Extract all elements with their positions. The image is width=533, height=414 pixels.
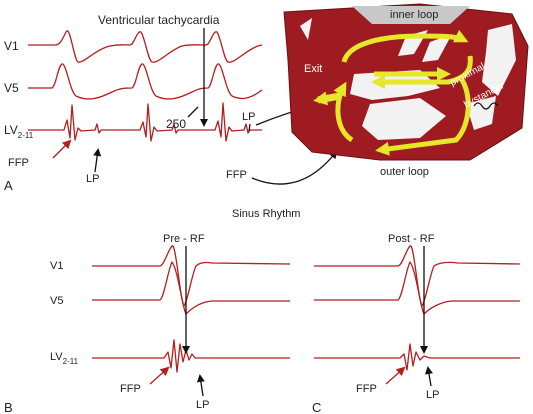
panel-b-lp-arrow: [196, 374, 205, 397]
panel-c-title: Post - RF: [388, 233, 435, 245]
panel-a-title: Ventricular tachycardia: [98, 13, 220, 27]
v1-trace: [28, 30, 263, 63]
panel-c: Post - RF FFP LP C: [312, 233, 521, 414]
panel-b-lp-label: LP: [196, 399, 209, 411]
panel-b-v5-label: V5: [50, 295, 63, 307]
interval-label: 250: [166, 117, 186, 131]
ffp-to-exit-arrow: [251, 150, 338, 185]
ffp-label-right: FFP: [226, 169, 247, 181]
panel-c-letter: C: [312, 400, 321, 414]
panel-b-lv-trace: [92, 339, 290, 373]
panel-b-v1-trace: [92, 245, 291, 307]
panel-b-title: Pre - RF: [163, 233, 205, 245]
interval-tick: [187, 106, 199, 118]
inner-loop-top-arrow: [341, 29, 469, 63]
scar-7: [300, 18, 312, 40]
inner-loop-label: inner loop: [390, 9, 438, 21]
panel-a: Ventricular tachycardia V1 V5 LV2-11 250…: [4, 13, 414, 193]
panel-c-v5-trace: [314, 261, 520, 315]
panel-c-lv-trace: [314, 343, 520, 371]
lead-v5-label: V5: [4, 81, 19, 95]
panel-b-ffp-label: FFP: [120, 383, 141, 395]
ffp-arrow-a: [52, 139, 72, 159]
lead-v1-label: V1: [4, 39, 19, 53]
panel-b-lv-label: LV2-11: [50, 351, 79, 366]
panel-b-letter: B: [4, 400, 13, 414]
panel-c-ffp-label: FFP: [356, 383, 377, 395]
lp-label-a: LP: [86, 173, 99, 185]
scar-5: [482, 24, 516, 96]
exit-label: Exit: [304, 63, 322, 75]
inner-loop-return-arrow: [371, 55, 473, 89]
outer-loop-label: outer loop: [380, 166, 429, 178]
panel-b: Pre - RF V1 V5 LV2-11 FFP LP B: [4, 233, 291, 414]
panel-a-letter: A: [4, 178, 13, 193]
panel-b-ffp-arrow: [149, 366, 170, 385]
panel-c-ffp-arrow: [385, 366, 406, 385]
reentry-circuit-illustration: inner loop Exit proximal bystander outer…: [283, 3, 529, 178]
lp-tick-right: [248, 123, 251, 132]
outer-loop-bottom-arrow: [375, 78, 471, 156]
panel-c-lp-label: LP: [426, 389, 439, 401]
scar-2: [422, 34, 452, 62]
exit-arrow: [313, 91, 341, 106]
panel-c-v1-trace: [314, 245, 521, 307]
sinus-rhythm-title: Sinus Rhythm: [232, 208, 300, 220]
bystander-squiggle: [473, 102, 499, 110]
outer-loop-left-arrow: [333, 81, 354, 143]
scar-6: [466, 96, 496, 130]
panel-b-v5-trace: [92, 261, 290, 315]
lp-label-right: LP: [242, 111, 255, 123]
lead-lv-label: LV2-11: [4, 123, 34, 140]
v5-trace: [28, 63, 263, 100]
valve-cap: [352, 6, 470, 24]
panel-c-lp-arrow: [425, 366, 433, 387]
lv-trace: [28, 102, 262, 142]
scar-4: [362, 98, 446, 140]
panel-b-v1-label: V1: [50, 260, 63, 272]
ffp-label-a: FFP: [8, 157, 29, 169]
lp-arrow-a: [93, 148, 102, 173]
